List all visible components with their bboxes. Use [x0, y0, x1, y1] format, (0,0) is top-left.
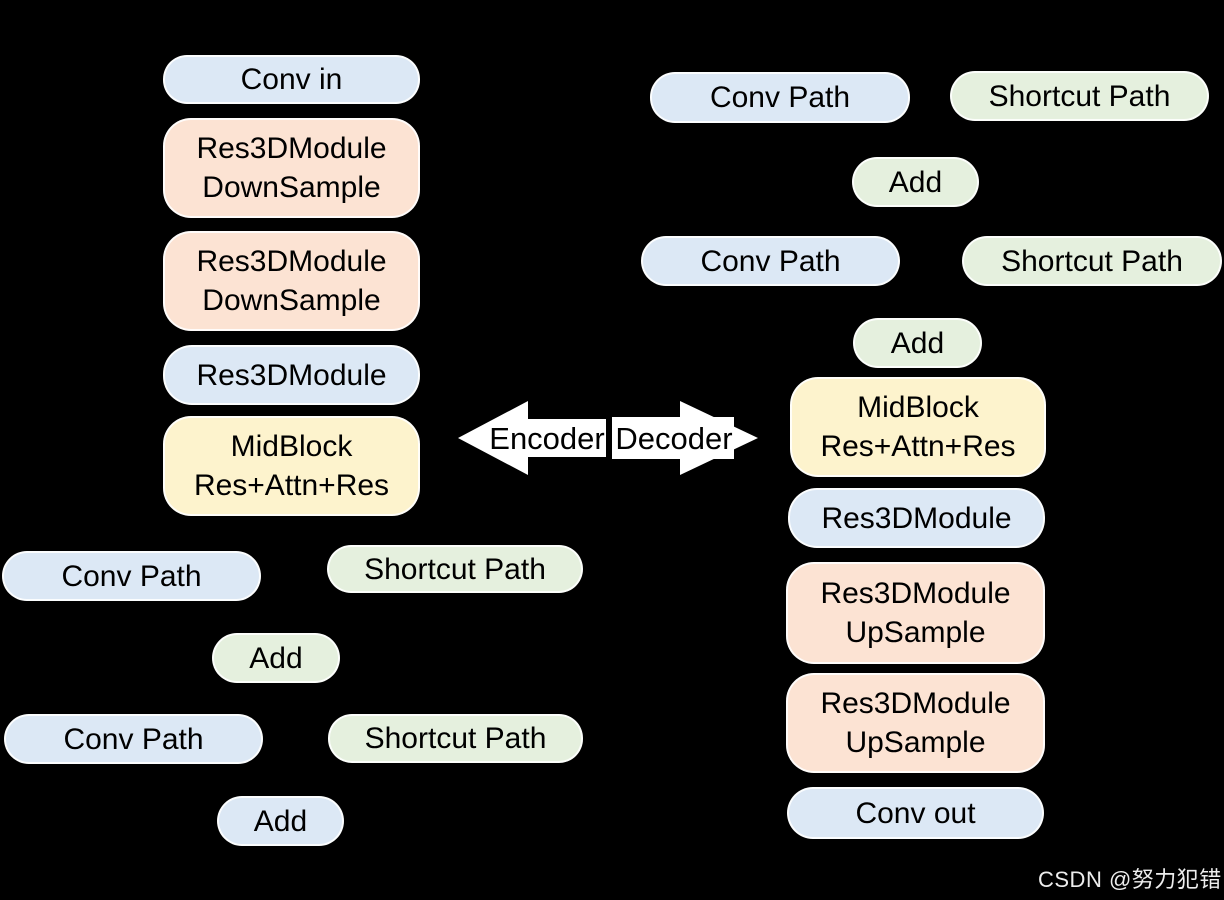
node-label: Shortcut Path — [364, 722, 547, 755]
node-label: UpSample — [845, 616, 986, 649]
node-label: Res+Attn+Res — [193, 469, 390, 502]
node-label: Conv Path — [63, 722, 204, 756]
decoder-arrow: Decoder — [612, 401, 758, 475]
node-label: Shortcut Path — [364, 552, 546, 586]
node-shortcut-path-right-2: Shortcut Path — [962, 236, 1222, 286]
node-conv-path-left-1: Conv Path — [2, 551, 261, 601]
node-conv-out: Conv out — [787, 787, 1044, 839]
node-label: Res3DModule — [821, 501, 1012, 535]
node-conv-path-left-2: Conv Path — [4, 714, 263, 764]
node-shortcut-path-left-1: Shortcut Path — [327, 545, 583, 593]
node-label: MidBlock — [857, 391, 979, 424]
node-shortcut-path-left-2: Shortcut Path — [328, 714, 583, 763]
encoder-arrow-shape — [458, 401, 606, 475]
node-label: Res3DModule — [820, 687, 1011, 720]
node-conv-path-right-2: Conv Path — [641, 236, 900, 286]
node-label: UpSample — [845, 726, 986, 759]
node-label: Shortcut Path — [1001, 244, 1183, 278]
node-add-left-1: Add — [212, 633, 340, 683]
node-label: MidBlock — [230, 430, 353, 463]
encoder-arrow-label: Encoder — [489, 421, 604, 456]
node-label: Res3DModule — [196, 132, 387, 165]
node-add-right-1: Add — [852, 157, 979, 207]
node-label: Conv Path — [709, 81, 851, 114]
node-label: Conv in — [240, 63, 343, 96]
node-shortcut-path-right-1: Shortcut Path — [950, 71, 1209, 121]
node-label: Res3DModule — [196, 245, 387, 278]
node-label: Res3DModule — [820, 577, 1011, 610]
node-label: Add — [890, 326, 945, 360]
encoder-arrow: Encoder — [458, 401, 606, 475]
node-label: DownSample — [202, 284, 381, 317]
node-label: Conv Path — [700, 244, 841, 278]
node-add-right-2: Add — [853, 318, 982, 368]
node-label: Res+Attn+Res — [820, 430, 1016, 463]
node-conv-path-right-1: Conv Path — [650, 72, 910, 123]
node-label: Add — [253, 804, 308, 838]
decoder-label-background — [612, 417, 734, 459]
node-label: Shortcut Path — [988, 79, 1171, 113]
node-label: Conv out — [855, 796, 976, 830]
node-label: Add — [888, 165, 943, 199]
node-res3dmodule-encoder: Res3DModule — [163, 345, 420, 405]
decoder-arrow-label: Decoder — [615, 421, 732, 456]
node-label: DownSample — [202, 171, 381, 204]
node-res3dmodule-decoder: Res3DModule — [788, 488, 1045, 548]
node-label: Add — [249, 641, 303, 675]
node-label: Res3DModule — [196, 358, 387, 392]
node-add-left-2: Add — [217, 796, 344, 846]
node-label: Conv Path — [61, 559, 202, 593]
node-conv-in: Conv in — [163, 55, 420, 104]
decoder-arrow-shape — [612, 401, 758, 475]
csdn-watermark: CSDN @努力犯错 — [1038, 867, 1222, 892]
